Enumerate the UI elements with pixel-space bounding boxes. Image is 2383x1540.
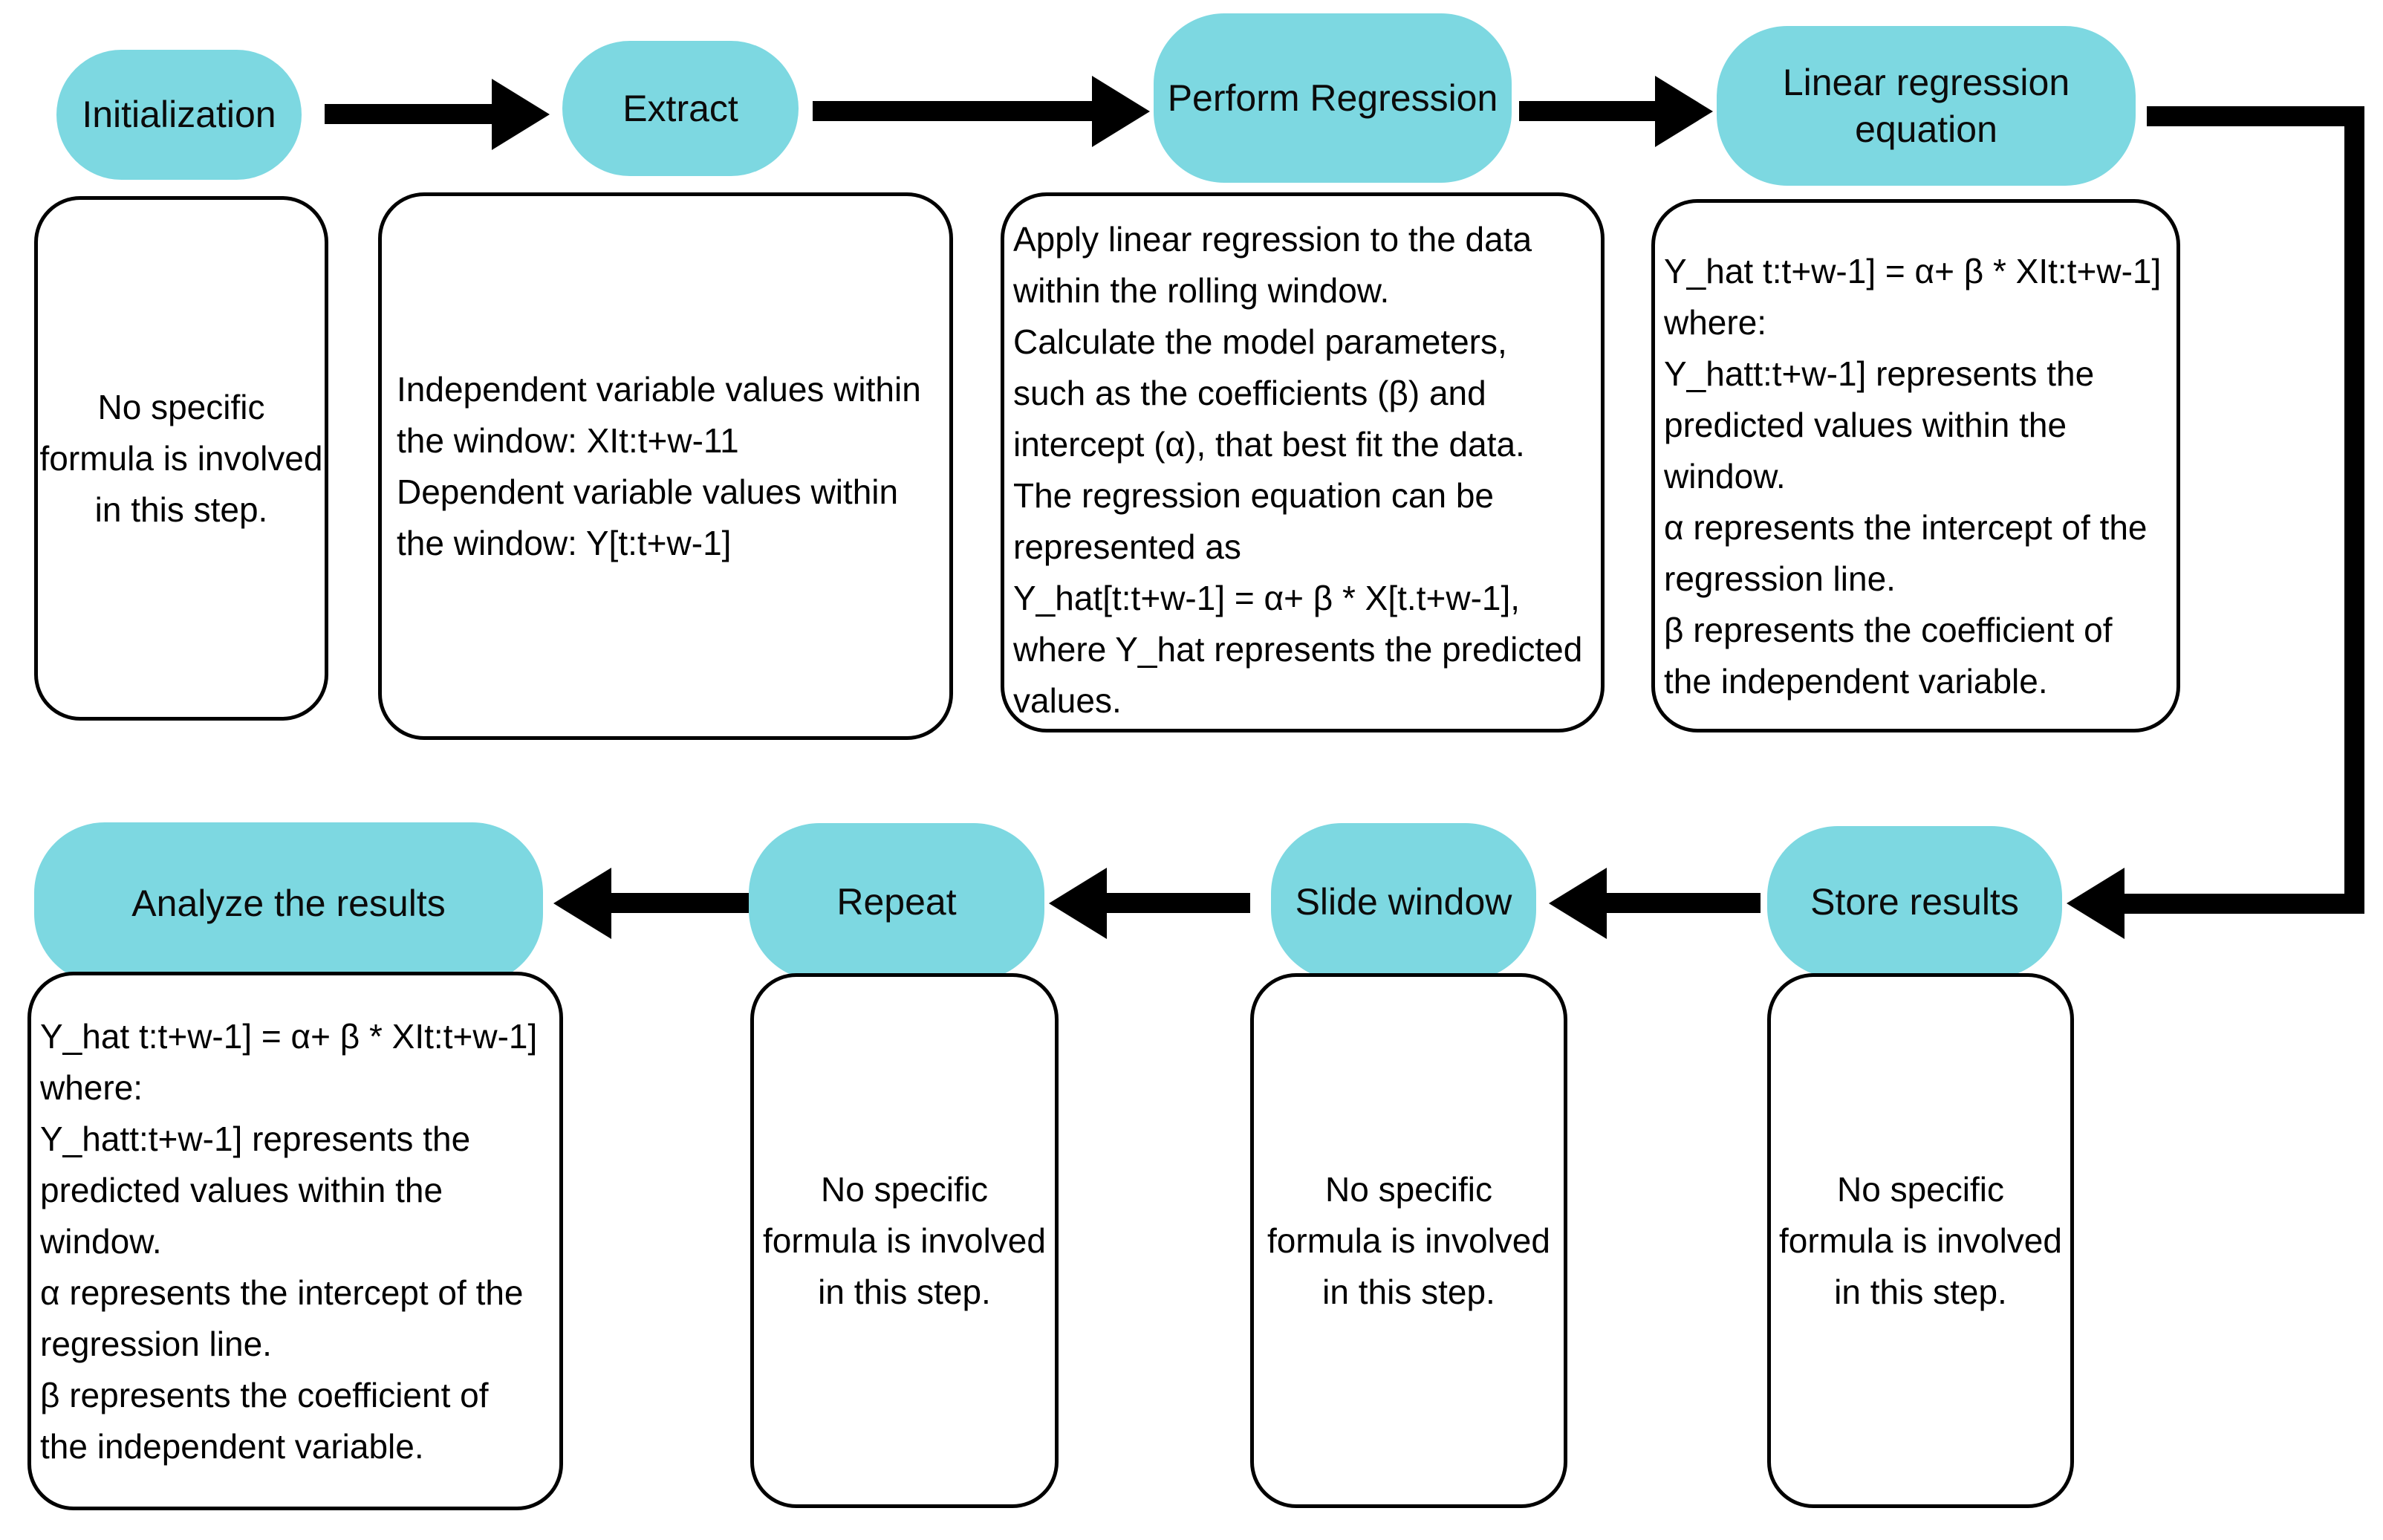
note-text: No specific formula is involved in this …: [1267, 1169, 1550, 1311]
step-pill-perform-regression: Perform Regression: [1154, 13, 1512, 183]
step-pill-slide-window: Slide window: [1271, 823, 1536, 981]
note-box-repeat: No specific formula is involved in this …: [750, 973, 1059, 1508]
note-box-initialization: No specific formula is involved in this …: [34, 196, 328, 721]
step-pill-initialization: Initialization: [56, 50, 302, 180]
step-pill-analyze-the-results: Analyze the results: [34, 822, 543, 984]
note-text: Y_hat t:t+w-1] = α+ β * XIt:t+w-1] where…: [40, 1017, 538, 1466]
note-box-perform-regression: Apply linear regression to the data with…: [1001, 192, 1605, 732]
arrow-shaft: [325, 104, 495, 124]
step-label: Slide window: [1295, 880, 1512, 923]
arrow-shaft: [1519, 101, 1658, 121]
note-box-analyze-the-results: Y_hat t:t+w-1] = α+ β * XIt:t+w-1] where…: [27, 972, 563, 1510]
arrow-shaft: [1604, 893, 1761, 913]
note-text: No specific formula is involved in this …: [1779, 1169, 2062, 1311]
elbow-connector-bottom-segment: [2122, 894, 2364, 914]
note-box-extract: Independent variable values within the w…: [378, 192, 953, 740]
arrowhead-left-icon: [1049, 868, 1107, 939]
step-pill-linear-regression-equation: Linear regression equation: [1717, 26, 2136, 186]
arrow-shaft: [813, 101, 1095, 121]
step-pill-store-results: Store results: [1767, 826, 2062, 978]
arrow-shaft: [608, 893, 749, 913]
arrowhead-right-icon: [1092, 76, 1150, 147]
note-text: No specific formula is involved in this …: [763, 1169, 1046, 1311]
step-label: Perform Regression: [1167, 77, 1498, 119]
step-label: Analyze the results: [131, 882, 446, 924]
arrow-extract-to-perform-regression-icon: [813, 76, 1150, 147]
step-label: Repeat: [836, 880, 957, 923]
arrowhead-right-icon: [492, 79, 550, 150]
arrowhead-left-icon: [2067, 868, 2124, 939]
arrow-store-results-to-slide-window-icon: [1549, 868, 1761, 939]
arrow-perform-regression-to-linear-regression-equation-icon: [1519, 76, 1713, 147]
step-pill-repeat: Repeat: [749, 823, 1044, 981]
arrowhead-right-icon: [1655, 76, 1713, 147]
note-text: Independent variable values within the w…: [397, 369, 921, 562]
elbow-connector-vertical-segment: [2344, 106, 2364, 914]
step-label: Initialization: [82, 94, 276, 136]
note-text: Apply linear regression to the data with…: [1013, 220, 1583, 720]
step-label: Extract: [622, 87, 738, 129]
arrow-repeat-to-analyze-the-results-icon: [553, 868, 749, 939]
step-label: Linear regression equation: [1782, 62, 2070, 150]
note-box-linear-regression-equation: Y_hat t:t+w-1] = α+ β * XIt:t+w-1] where…: [1651, 199, 2180, 732]
note-box-store-results: No specific formula is involved in this …: [1767, 973, 2074, 1508]
arrow-slide-window-to-repeat-icon: [1049, 868, 1250, 939]
arrow-shaft: [1104, 893, 1250, 913]
note-text: No specific formula is involved in this …: [39, 387, 323, 529]
step-label: Store results: [1810, 881, 2019, 923]
arrow-initialization-to-extract-icon: [325, 79, 550, 150]
step-pill-extract: Extract: [562, 41, 799, 176]
note-box-slide-window: No specific formula is involved in this …: [1250, 973, 1567, 1508]
arrowhead-left-icon: [1549, 868, 1607, 939]
arrowhead-left-icon: [553, 868, 611, 939]
elbow-connector-top-segment: [2147, 106, 2364, 126]
note-text: Y_hat t:t+w-1] = α+ β * XIt:t+w-1] where…: [1664, 252, 2162, 701]
